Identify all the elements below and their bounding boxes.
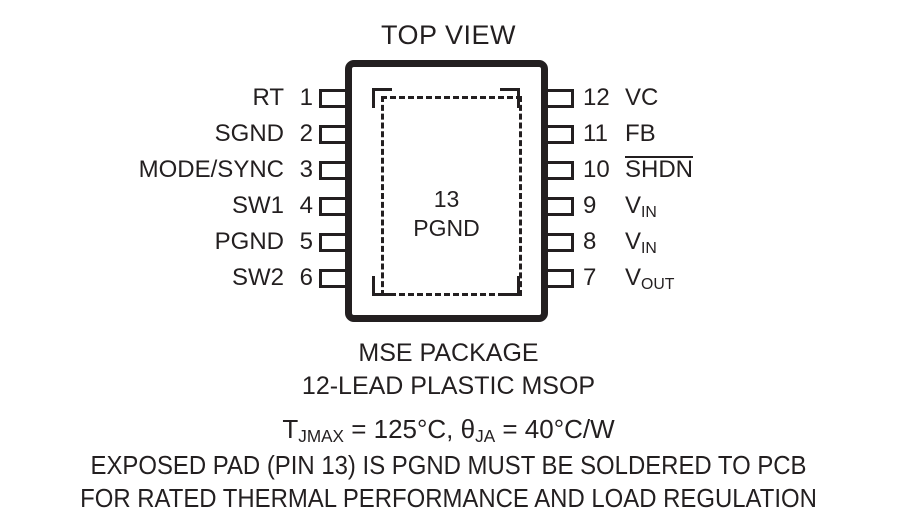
pin-number-4: 4 bbox=[299, 191, 313, 219]
pin-number-11: 11 bbox=[583, 119, 608, 147]
pin-label-row-12: 12 VC bbox=[583, 84, 897, 111]
thermal-spec-caption: TJMAX = 125°C, θJA = 40°C/W bbox=[0, 414, 897, 447]
pin-number-2: 2 bbox=[299, 119, 313, 147]
exposed-pad-note-line-1: EXPOSED PAD (PIN 13) IS PGND MUST BE SOL… bbox=[90, 450, 807, 480]
theta-ja-value: = 40°C/W bbox=[495, 414, 615, 444]
pin-name-9-sub: IN bbox=[641, 203, 657, 221]
exposed-pad-dashed-outline bbox=[381, 96, 522, 296]
pin-label-row-10: 10 SHDN bbox=[583, 155, 897, 183]
pin-name-9: VIN bbox=[625, 191, 657, 221]
pin-number-5: 5 bbox=[299, 227, 313, 255]
pin-name-2: SGND bbox=[214, 119, 284, 147]
lead-pin-12 bbox=[548, 89, 574, 108]
lead-pin-11 bbox=[548, 125, 574, 144]
pin-number-3: 3 bbox=[299, 155, 313, 183]
pin-number-6: 6 bbox=[299, 263, 313, 291]
pin-label-row-7: 7 VOUT bbox=[583, 264, 897, 293]
lead-pin-1 bbox=[319, 89, 345, 108]
pin-number-8: 8 bbox=[583, 227, 597, 255]
pin-label-row-9: 9 VIN bbox=[583, 192, 897, 221]
exposed-pad-name: PGND bbox=[413, 215, 480, 242]
pin-name-3: MODE/SYNC bbox=[138, 155, 284, 183]
pin-number-12: 12 bbox=[583, 83, 610, 111]
pin-name-11: FB bbox=[625, 119, 656, 147]
lead-pin-4 bbox=[319, 197, 345, 216]
pin-name-8-base: V bbox=[625, 227, 642, 255]
pin-label-row-11: 11 FB bbox=[583, 120, 897, 147]
pin-name-1: RT bbox=[252, 83, 284, 111]
pin-label-row-3: MODE/SYNC 3 bbox=[0, 156, 313, 183]
tjmax-symbol: T bbox=[282, 414, 299, 444]
pin-name-6: SW2 bbox=[231, 263, 284, 291]
package-name-caption: MSE PACKAGE bbox=[358, 339, 539, 367]
exposed-pad-label: 13 PGND bbox=[345, 185, 548, 244]
lead-pin-6 bbox=[319, 269, 345, 288]
pin-label-row-2: SGND 2 bbox=[0, 120, 313, 147]
pin-number-7: 7 bbox=[583, 263, 597, 291]
pin-name-7-sub: OUT bbox=[641, 275, 675, 293]
package-body-outline bbox=[345, 60, 548, 322]
lead-pin-5 bbox=[319, 233, 345, 252]
lead-pin-2 bbox=[319, 125, 345, 144]
lead-pin-7 bbox=[548, 269, 574, 288]
pin-name-8: VIN bbox=[625, 227, 657, 257]
pin-number-9: 9 bbox=[583, 191, 597, 219]
pin-label-row-5: PGND 5 bbox=[0, 228, 313, 255]
pin-name-7: VOUT bbox=[625, 263, 675, 293]
pin-name-10-overline: SHDN bbox=[625, 155, 694, 183]
exposed-pad-note-line-2: FOR RATED THERMAL PERFORMANCE AND LOAD R… bbox=[80, 483, 817, 513]
lead-pin-9 bbox=[548, 197, 574, 216]
pin-name-12: VC bbox=[625, 83, 659, 111]
pin-label-row-4: SW1 4 bbox=[0, 192, 313, 219]
lead-pin-10 bbox=[548, 161, 574, 180]
pin-name-5: PGND bbox=[214, 227, 284, 255]
pin-name-4: SW1 bbox=[231, 191, 284, 219]
diagram-title: TOP VIEW bbox=[380, 20, 517, 50]
theta-ja-subscript: JA bbox=[475, 426, 496, 447]
pin-label-row-8: 8 VIN bbox=[583, 228, 897, 257]
pin-name-8-sub: IN bbox=[641, 239, 657, 257]
lead-pin-8 bbox=[548, 233, 574, 252]
pin-number-10: 10 bbox=[583, 155, 610, 183]
tjmax-value: = 125°C, bbox=[344, 414, 461, 444]
pin-label-row-6: SW2 6 bbox=[0, 264, 313, 291]
tjmax-subscript: JMAX bbox=[298, 426, 344, 447]
pin-name-7-base: V bbox=[625, 263, 642, 291]
exposed-pad-number: 13 bbox=[433, 186, 460, 212]
pin-name-9-base: V bbox=[625, 191, 642, 219]
pin-number-1: 1 bbox=[299, 83, 313, 111]
lead-pin-3 bbox=[319, 161, 345, 180]
pin-label-row-1: RT 1 bbox=[0, 84, 313, 111]
pin-name-10: SHDN bbox=[625, 155, 694, 184]
theta-ja-symbol: θ bbox=[460, 414, 476, 444]
lead-count-caption: 12-LEAD PLASTIC MSOP bbox=[301, 372, 596, 400]
